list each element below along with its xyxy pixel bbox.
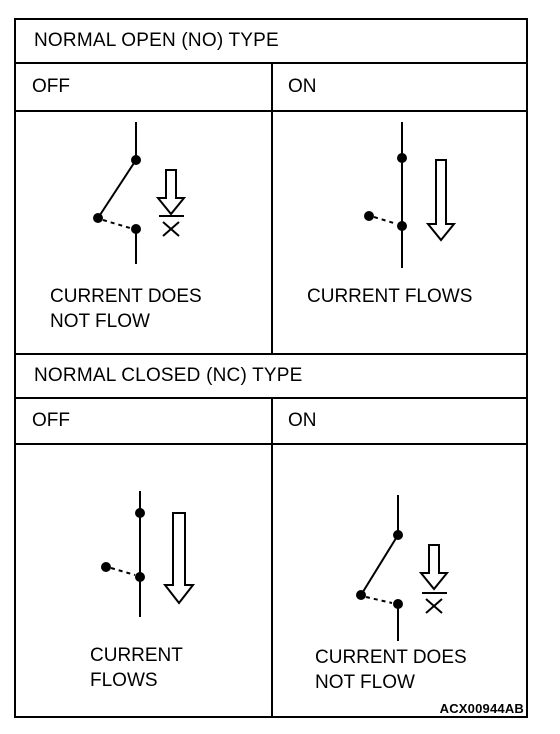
nc-on-label-cell: ON (272, 399, 526, 443)
caption-line: CURRENT FLOWS (307, 286, 473, 307)
open-gap-dashed (102, 219, 131, 229)
long-current-arrow-icon (425, 159, 457, 242)
caption-line: FLOWS (90, 670, 158, 691)
nc-on-caption: CURRENT DOES NOT FLOW (315, 645, 467, 695)
no-on-caption: CURRENT FLOWS (307, 284, 472, 309)
no-column-divider (271, 64, 273, 354)
no-off-switch-diagram (93, 122, 187, 264)
blocked-x-stroke-2 (162, 221, 180, 237)
switch-pivot (101, 562, 111, 572)
nc-on-switch-diagram (356, 495, 450, 641)
switch-pivot (93, 213, 103, 223)
no-on-switch-diagram (364, 122, 457, 268)
long-current-arrow-icon (162, 512, 196, 605)
nc-off-switch-diagram (101, 491, 196, 617)
closed-link-dashed (373, 216, 398, 225)
nc-off-label-cell: OFF (16, 399, 272, 443)
nc-on-label: ON (288, 410, 317, 431)
switch-pivot (356, 590, 366, 600)
caption-line: NOT FLOW (315, 672, 415, 693)
nc-off-panel: CURRENT FLOWS (16, 445, 271, 718)
nc-type-title: NORMAL CLOSED (NC) TYPE (34, 365, 303, 386)
no-on-panel: CURRENT FLOWS (273, 112, 528, 354)
nc-column-divider (271, 399, 273, 718)
caption-line: CURRENT (90, 645, 183, 666)
section-divider (16, 353, 526, 355)
open-gap-dashed (365, 596, 393, 604)
no-off-caption: CURRENT DOES NOT FLOW (50, 284, 202, 334)
caption-line: NOT FLOW (50, 311, 150, 332)
closed-link-dashed (110, 567, 136, 576)
nc-on-panel: CURRENT DOES NOT FLOW ACX00944AB (273, 445, 528, 718)
no-off-label-cell: OFF (16, 64, 272, 110)
no-off-panel: CURRENT DOES NOT FLOW (16, 112, 271, 354)
figure-code: ACX00944AB (439, 701, 524, 716)
switch-arm-open (97, 159, 137, 219)
nc-off-label: OFF (32, 410, 70, 431)
short-current-arrow-icon (155, 169, 187, 216)
no-type-title: NORMAL OPEN (NO) TYPE (34, 30, 279, 51)
nc-off-caption: CURRENT FLOWS (90, 643, 183, 693)
no-on-label: ON (288, 76, 317, 97)
relay-diagram-frame: NORMAL OPEN (NO) TYPE OFF ON CURRENT DOE… (14, 18, 528, 718)
caption-line: CURRENT DOES (50, 286, 202, 307)
switch-arm-open (360, 534, 399, 596)
nc-type-title-row: NORMAL CLOSED (NC) TYPE (16, 355, 526, 399)
switch-pivot (364, 211, 374, 221)
short-current-arrow-icon (418, 544, 450, 591)
no-off-label: OFF (32, 76, 70, 97)
no-on-label-cell: ON (272, 64, 526, 110)
blocked-x-stroke-2 (425, 598, 443, 614)
caption-line: CURRENT DOES (315, 647, 467, 668)
no-type-title-row: NORMAL OPEN (NO) TYPE (16, 20, 526, 64)
